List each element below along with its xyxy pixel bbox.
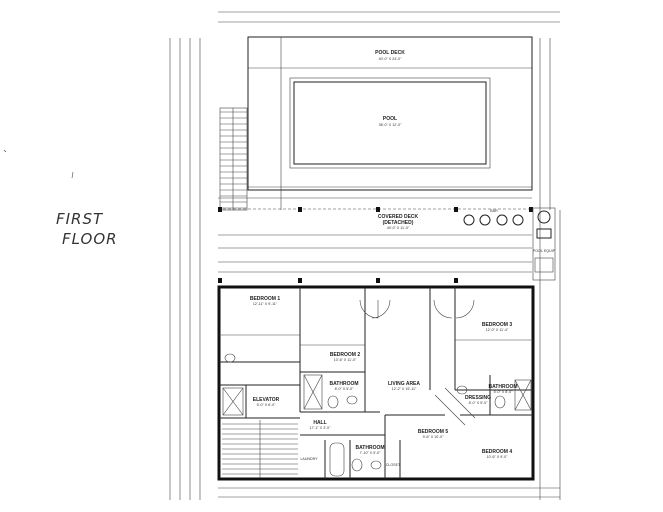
pool-deck-label: POOL DECK <box>375 50 405 56</box>
room-label: DRESSING <box>465 395 491 401</box>
pool-equip-label: POOL EQUIP <box>533 249 556 253</box>
covered-deck-label: COVERED DECK <box>378 214 419 220</box>
room-size: 17'-1" X 3'-0" <box>310 426 331 430</box>
room-label: BEDROOM 4 <box>482 449 513 455</box>
room-label: LIVING AREA <box>388 381 420 387</box>
room-size: 9'-6" X 10'-0" <box>423 435 444 439</box>
handwritten-annotation: FIRST FLOOR <box>3 149 118 248</box>
pool-deck: POOL DECK 40'-0" X 24'-0" <box>247 36 533 210</box>
bar-stool <box>479 214 491 226</box>
room-size: 12'-11" X 9'-11" <box>253 302 278 306</box>
room-size: 12'-0" X 11'-4" <box>486 328 509 332</box>
room-label: ELEVATOR <box>253 397 280 403</box>
room-label: BATHROOM <box>488 384 517 390</box>
room-label: BEDROOM 3 <box>482 322 513 328</box>
room-size: 10'-6" X 11'-0" <box>334 358 357 362</box>
room-size: 5'-0" X 6'-0" <box>257 403 276 407</box>
bar-stool <box>512 214 524 226</box>
dimension-lines <box>169 11 561 500</box>
annotation-first: FIRST <box>56 210 104 228</box>
covered-deck-size: 40'-0" X 11'-0" <box>387 226 410 230</box>
room-label: BEDROOM 1 <box>250 296 281 302</box>
room-label: LAUNDRY <box>300 457 318 461</box>
bar-stool <box>496 214 508 226</box>
exterior-stairs <box>219 107 248 211</box>
room-size: 8'-0" X 5'-0" <box>469 401 488 405</box>
annotation-floor: FLOOR <box>62 230 118 248</box>
room-size: 12'-2" X 15'-11" <box>392 387 417 391</box>
house-walls <box>217 285 535 481</box>
room-size: 10'-6" X 9'-0" <box>487 455 508 459</box>
pool: POOL 38'-0" X 12'-0" <box>293 81 487 165</box>
covered-deck-sub: (DETACHED) <box>383 220 414 226</box>
room-label: CLOSET <box>386 463 401 467</box>
room-label: BATHROOM <box>355 445 384 451</box>
room-label: BEDROOM 5 <box>418 429 449 435</box>
room-size: 8'-0" X 5'-0" <box>335 387 354 391</box>
bar-stool <box>463 214 475 226</box>
pool-deck-size: 40'-0" X 24'-0" <box>379 57 402 61</box>
pool-size: 38'-0" X 12'-0" <box>379 123 402 127</box>
room-label: BEDROOM 2 <box>330 352 361 358</box>
room-labels: BEDROOM 1 12'-11" X 9'-11" BEDROOM 2 10'… <box>250 296 518 467</box>
bar-label: BAR <box>490 209 498 213</box>
pool-label: POOL <box>383 116 397 122</box>
pool-equipment: POOL EQUIP <box>532 207 556 281</box>
room-size: 7'-10" X 5'-0" <box>360 451 381 455</box>
room-label: BATHROOM <box>329 381 358 387</box>
room-label: HALL <box>313 420 326 426</box>
room-size: 5'-0" X 8'-0" <box>494 390 513 394</box>
covered-deck: COVERED DECK (DETACHED) 40'-0" X 11'-0" … <box>218 207 533 283</box>
